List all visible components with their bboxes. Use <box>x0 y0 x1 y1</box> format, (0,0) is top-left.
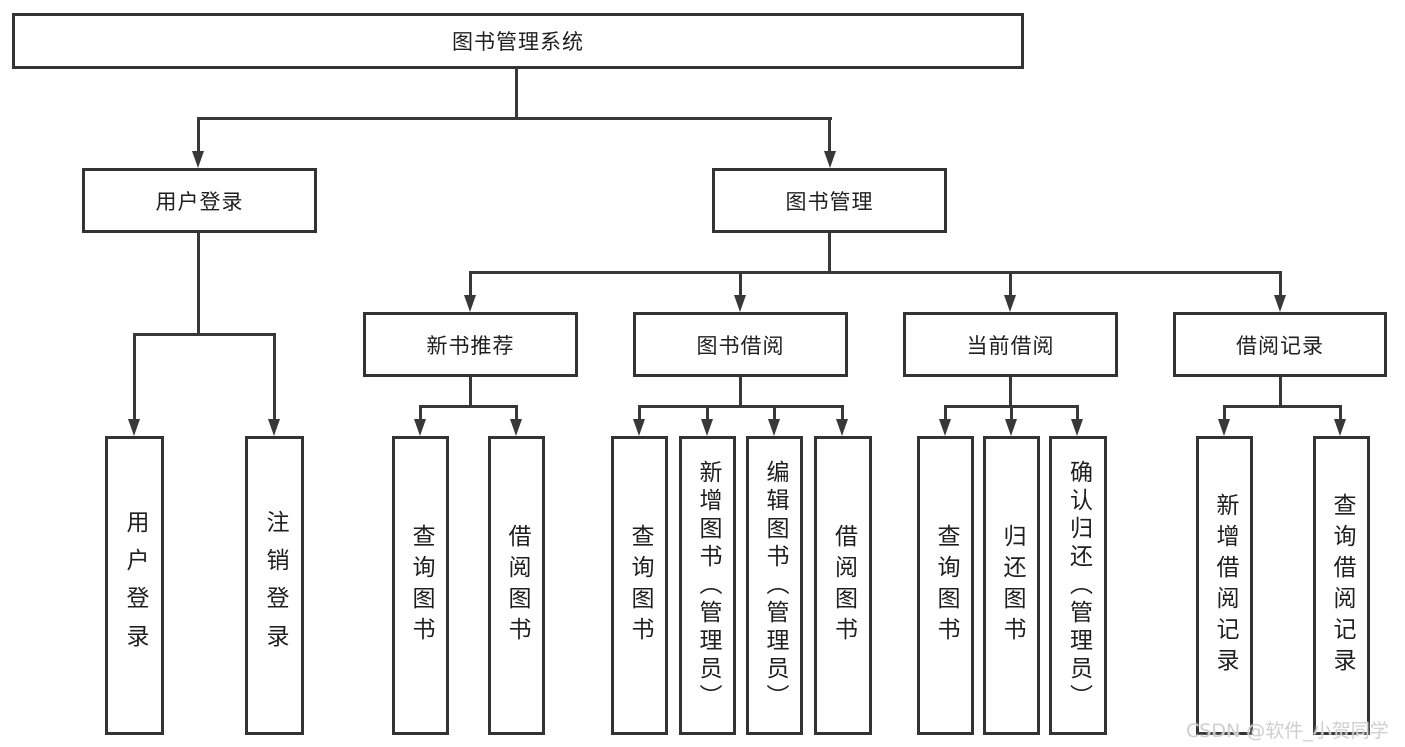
node-user-login: 用户登录 <box>82 168 317 233</box>
arrow-down-icon <box>836 419 848 436</box>
node-label: 借阅记录 <box>1236 333 1324 358</box>
connector-line <box>828 117 831 153</box>
connector-line <box>469 377 472 407</box>
leaf-query-books-recommend: 查询图书 <box>392 436 449 735</box>
leaf-query-books-borrow: 查询图书 <box>611 436 668 735</box>
arrow-down-icon <box>633 419 645 436</box>
leaf-logout: 注销登录 <box>245 436 304 735</box>
connector-line <box>1223 405 1342 408</box>
leaf-confirm-return-admin: 确认归还（管理员） <box>1049 436 1107 735</box>
connector-line <box>1009 271 1012 297</box>
connector-line <box>739 271 742 297</box>
arrow-down-icon <box>414 419 426 436</box>
arrow-down-icon <box>824 151 836 168</box>
arrow-down-icon <box>510 419 522 436</box>
arrow-down-icon <box>192 151 204 168</box>
connector-line <box>133 333 136 420</box>
leaf-label: 注销登录 <box>262 509 288 662</box>
leaf-user-login: 用户登录 <box>105 436 164 735</box>
node-label: 图书借阅 <box>696 333 785 358</box>
connector-line <box>841 405 844 421</box>
connector-line <box>197 117 200 153</box>
leaf-borrow-books-recommend: 借阅图书 <box>488 436 545 735</box>
connector-line <box>419 405 422 421</box>
arrow-down-icon <box>1071 419 1083 436</box>
node-new-book-recommend: 新书推荐 <box>363 312 578 377</box>
connector-line <box>1339 405 1342 421</box>
leaf-label: 借阅图书 <box>830 523 857 648</box>
arrow-down-icon <box>734 295 746 312</box>
leaf-label: 查询图书 <box>933 523 959 648</box>
arrow-down-icon <box>1218 419 1230 436</box>
connector-line <box>197 117 832 120</box>
leaf-borrow-books-borrow: 借阅图书 <box>814 436 872 735</box>
leaf-label: 新增借阅记录 <box>1212 492 1238 679</box>
leaf-add-books-admin: 新增图书（管理员） <box>679 436 736 735</box>
node-label: 图书管理系统 <box>452 30 584 54</box>
node-current-borrow: 当前借阅 <box>903 312 1118 377</box>
connector-line <box>469 271 472 297</box>
connector-line <box>773 405 776 421</box>
arrow-down-icon <box>1274 295 1286 312</box>
leaf-add-borrow-record: 新增借阅记录 <box>1196 436 1253 735</box>
connector-line <box>638 405 641 421</box>
leaf-label: 用户登录 <box>122 509 148 662</box>
leaf-edit-books-admin: 编辑图书（管理员） <box>746 436 803 735</box>
connector-line <box>1279 377 1282 407</box>
leaf-query-borrow-record: 查询借阅记录 <box>1313 436 1370 735</box>
connector-line <box>828 233 831 273</box>
leaf-return-books: 归还图书 <box>983 436 1040 735</box>
node-label: 用户登录 <box>155 189 244 214</box>
connector-line <box>1076 405 1079 421</box>
connector-line <box>1223 405 1226 421</box>
leaf-label: 确认归还（管理员） <box>1065 459 1092 712</box>
leaf-label: 查询图书 <box>408 523 434 648</box>
arrow-down-icon <box>128 419 140 436</box>
leaf-label: 查询图书 <box>627 523 653 648</box>
leaf-label: 借阅图书 <box>504 523 530 648</box>
connector-line <box>1009 377 1012 407</box>
connector-line <box>469 271 1282 274</box>
arrow-down-icon <box>939 419 951 436</box>
connector-line <box>197 233 200 335</box>
arrow-down-icon <box>768 419 780 436</box>
node-book-borrow: 图书借阅 <box>633 312 848 377</box>
connector-line <box>1010 405 1013 421</box>
leaf-label: 归还图书 <box>999 523 1025 648</box>
arrow-down-icon <box>1004 295 1016 312</box>
connector-line <box>706 405 709 421</box>
leaf-label: 查询借阅记录 <box>1329 492 1355 679</box>
connector-line <box>419 405 518 408</box>
node-library-system: 图书管理系统 <box>12 13 1024 69</box>
leaf-label: 新增图书（管理员） <box>695 459 721 712</box>
arrow-down-icon <box>464 295 476 312</box>
arrow-down-icon <box>1334 419 1346 436</box>
connector-line <box>1279 271 1282 297</box>
connector-line <box>515 405 518 421</box>
node-book-management: 图书管理 <box>712 168 947 233</box>
leaf-label: 编辑图书（管理员） <box>762 459 788 712</box>
leaf-query-books-current: 查询图书 <box>917 436 974 735</box>
node-borrow-records: 借阅记录 <box>1173 312 1387 377</box>
connector-line <box>515 69 518 119</box>
watermark: CSDN @软件_小贺同学 <box>1186 720 1389 742</box>
arrow-down-icon <box>268 419 280 436</box>
connector-line <box>133 333 276 336</box>
arrow-down-icon <box>1005 419 1017 436</box>
node-label: 新书推荐 <box>426 333 515 358</box>
connector-line <box>944 405 947 421</box>
connector-line <box>638 405 843 408</box>
connector-line <box>273 333 276 420</box>
node-label: 当前借阅 <box>966 333 1055 358</box>
arrow-down-icon <box>701 419 713 436</box>
connector-line <box>739 377 742 407</box>
node-label: 图书管理 <box>785 189 874 214</box>
